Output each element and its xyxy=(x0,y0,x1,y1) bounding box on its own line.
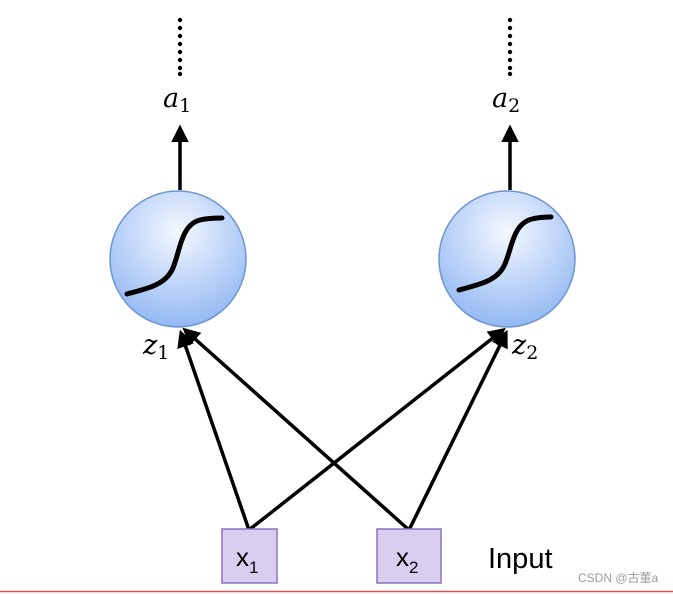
input-label-1: x1 xyxy=(236,542,258,577)
input-node-1: x1 xyxy=(221,528,278,584)
sigmoid-icon xyxy=(124,215,225,297)
ellipsis-dots-2 xyxy=(507,17,513,77)
ellipsis-dots-1 xyxy=(177,17,183,77)
neuron-input-label-2: z2 xyxy=(511,330,538,364)
edge-x1-z1 xyxy=(177,329,251,531)
edge-x2-z2 xyxy=(407,329,508,531)
sigmoid-icon xyxy=(456,214,554,293)
input-layer-label: Input xyxy=(488,543,553,575)
neuron-input-label-1: z1 xyxy=(142,330,169,364)
output-label-1: a1 xyxy=(163,83,191,117)
neuron-1 xyxy=(109,190,247,328)
watermark: CSDN @古董a xyxy=(578,570,659,585)
edge-x1-z2 xyxy=(247,327,506,532)
input-label-2: x2 xyxy=(396,542,418,577)
edge-x2-z1 xyxy=(182,327,411,532)
input-node-2: x2 xyxy=(376,528,442,584)
neuron-2 xyxy=(438,190,576,328)
output-label-2: a2 xyxy=(492,83,520,117)
